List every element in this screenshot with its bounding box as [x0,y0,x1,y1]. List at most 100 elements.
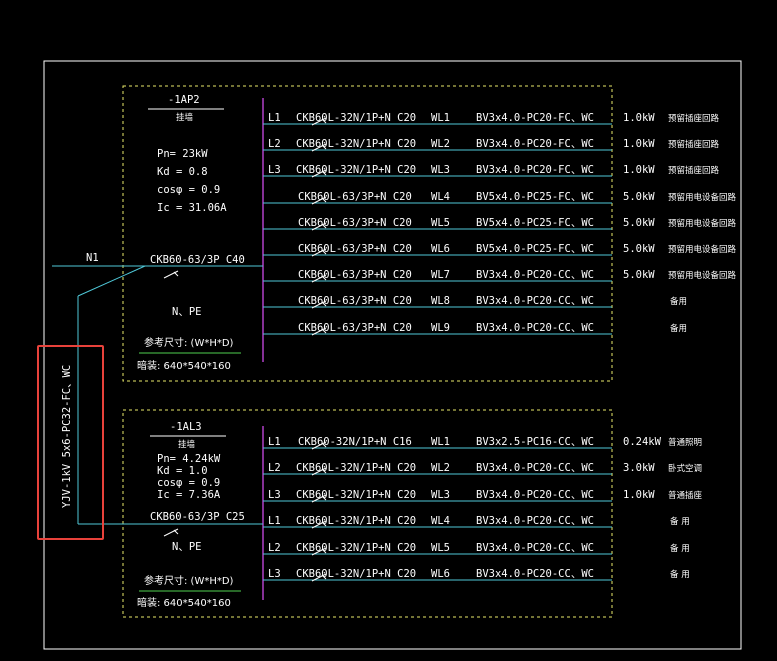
panel-0-main-switch [163,270,179,279]
panel-0-circuit-4-desc: 预留用电设备回路 [668,193,737,203]
panel-1-circuit-5-phase: L2 [268,542,281,554]
panel-1-circuit-5-switch [311,547,327,556]
panel-1-mounting: 挂墙 [178,440,196,450]
panel-0-circuit-3-wl: WL3 [431,164,450,176]
panel-0-circuit-7-power: 5.0kW [623,269,655,281]
panel-0-circuit-1-breaker: CKB60L-32N/1P+N C20 [296,112,417,124]
panel-0-circuit-7-wl: WL7 [431,269,450,281]
panel-0-circuit-3-cable: BV3x4.0-PC20-FC、WC [476,164,594,176]
panel-1-circuit-2-switch-tick [321,468,327,474]
panel-1-circuit-6-desc: 备 用 [670,570,690,580]
panel-1-circuit-3-switch-tick [321,495,327,501]
panel-0-circuit-3-switch [311,169,327,178]
panel-0-circuit-5-switch [311,222,327,231]
panel-1-ic: Ic = 7.36A [157,489,221,501]
panel-1-circuit-2-cable: BV3x4.0-PC20-CC、WC [476,462,594,474]
panel-0-circuit-5-cable: BV5x4.0-PC25-FC、WC [476,217,594,229]
panel-1-circuit-4-cable: BV3x4.0-PC20-CC、WC [476,515,594,527]
panel-0-circuit-8-desc: 备用 [670,297,688,307]
panel-1-pn: Pn= 4.24kW [157,453,221,465]
panel-0-circuit-4-switch-tick [321,197,327,203]
panel-1-circuit-1-phase: L1 [268,436,281,448]
panel-0-circuit-4-wl: WL4 [431,191,450,203]
panel-1-circuit-3-breaker: CKB60L-32N/1P+N C20 [296,489,417,501]
panel-0-circuit-1-desc: 预留插座回路 [668,114,720,124]
panel-0-main-breaker: CKB60-63/3P C40 [150,254,245,266]
panel-1-circuit-4-switch [311,520,327,529]
panel-0-circuit-8-switch [311,300,327,309]
panel-1-circuit-2-wl: WL2 [431,462,450,474]
highlight-box [37,345,104,540]
panel-1-name: -1AL3 [170,421,202,433]
panel-0-circuit-6-desc: 预留用电设备回路 [668,245,737,255]
panel-1-size-label: 参考尺寸: (W*H*D) [144,576,234,587]
panel-0-circuit-7-desc: 预留用电设备回路 [668,271,737,281]
panel-0-circuit-9-breaker: CKB60L-63/3P+N C20 [298,322,412,334]
panel-0-circuit-9-switch [311,327,327,336]
panel-0-circuit-4-power: 5.0kW [623,191,655,203]
panel-1-circuit-5-switch-tick [321,548,327,554]
panel-0-circuit-7-breaker: CKB60L-63/3P+N C20 [298,269,412,281]
drawing-frame [43,60,742,650]
panel-0-circuit-5-desc: 预留用电设备回路 [668,219,737,229]
panel-0-circuit-2-wl: WL2 [431,138,450,150]
panel-0-circuit-3-power: 1.0kW [623,164,655,176]
panel-1-circuit-4-switch-tick [321,521,327,527]
panel-0-circuit-4-switch [311,196,327,205]
panel-0-size: 暗装: 640*540*160 [137,361,231,372]
panel-0-circuit-6-breaker: CKB60L-63/3P+N C20 [298,243,412,255]
panel-0-circuit-4-breaker: CKB60L-63/3P+N C20 [298,191,412,203]
panel-0-circuit-8-wl: WL8 [431,295,450,307]
panel-1-circuit-2-power: 3.0kW [623,462,655,474]
panel-1-circuit-6-cable: BV3x4.0-PC20-CC、WC [476,568,594,580]
panel-1-circuit-4-phase: L1 [268,515,281,527]
panel-0-npe: N、PE [172,306,202,318]
panel-1-circuit-1-desc: 普通照明 [668,438,703,448]
panel-0-circuit-2-switch-tick [321,144,327,150]
panel-0-circuit-3-breaker: CKB60L-32N/1P+N C20 [296,164,417,176]
panel-1-circuit-4-breaker: CKB60L-32N/1P+N C20 [296,515,417,527]
panel-0-circuit-5-switch-tick [321,223,327,229]
panel-0-circuit-6-wl: WL6 [431,243,450,255]
panel-1-circuit-6-phase: L3 [268,568,281,580]
panel-0-circuit-9-switch-tick [321,328,327,334]
panel-0-name: -1AP2 [168,94,200,106]
panel-0-boundary [122,85,613,382]
panel-1-main-switch-tick [173,529,179,535]
panel-0-circuit-3-phase: L3 [268,164,281,176]
panel-1-circuit-3-wl: WL3 [431,489,450,501]
panel-0-circuit-2-cable: BV3x4.0-PC20-FC、WC [476,138,594,150]
panel-1-circuit-4-wl: WL4 [431,515,450,527]
panel-1-circuit-5-cable: BV3x4.0-PC20-CC、WC [476,542,594,554]
panel-1-circuit-1-breaker: CKB60-32N/1P+N C16 [298,436,412,448]
panel-0-circuit-1-wl: WL1 [431,112,450,124]
panel-1-circuit-5-desc: 备 用 [670,544,690,554]
panel-0-circuit-6-switch [311,248,327,257]
panel-0-circuit-6-power: 5.0kW [623,243,655,255]
panel-0-circuit-2-phase: L2 [268,138,281,150]
panel-1-circuit-1-power: 0.24kW [623,436,661,448]
panel-1-circuit-3-switch [311,494,327,503]
panel-0-circuit-5-wl: WL5 [431,217,450,229]
panel-0-circuit-9-cable: BV3x4.0-PC20-CC、WC [476,322,594,334]
panel-0-mounting: 挂墙 [176,113,194,123]
panel-1-main-switch [163,528,179,537]
panel-1-circuit-3-phase: L3 [268,489,281,501]
panel-0-circuit-1-phase: L1 [268,112,281,124]
panel-0-main-switch-tick [173,271,179,277]
panel-1-circuit-1-switch-tick [321,442,327,448]
panel-0-circuit-7-switch-tick [321,275,327,281]
panel-1-circuit-3-desc: 普通插座 [668,491,703,501]
panel-0-circuit-2-power: 1.0kW [623,138,655,150]
panel-0-circuit-3-desc: 预留插座回路 [668,166,720,176]
panel-1-circuit-2-breaker: CKB60L-32N/1P+N C20 [296,462,417,474]
panel-1-circuit-5-wl: WL5 [431,542,450,554]
panel-0-circuit-7-switch [311,274,327,283]
panel-0-circuit-3-switch-tick [321,170,327,176]
panel-1-npe: N、PE [172,541,202,553]
incoming-label: N1 [86,252,99,264]
panel-1-circuit-1-switch [311,441,327,450]
panel-0-circuit-6-cable: BV5x4.0-PC25-FC、WC [476,243,594,255]
panel-1-main-breaker: CKB60-63/3P C25 [150,511,245,523]
